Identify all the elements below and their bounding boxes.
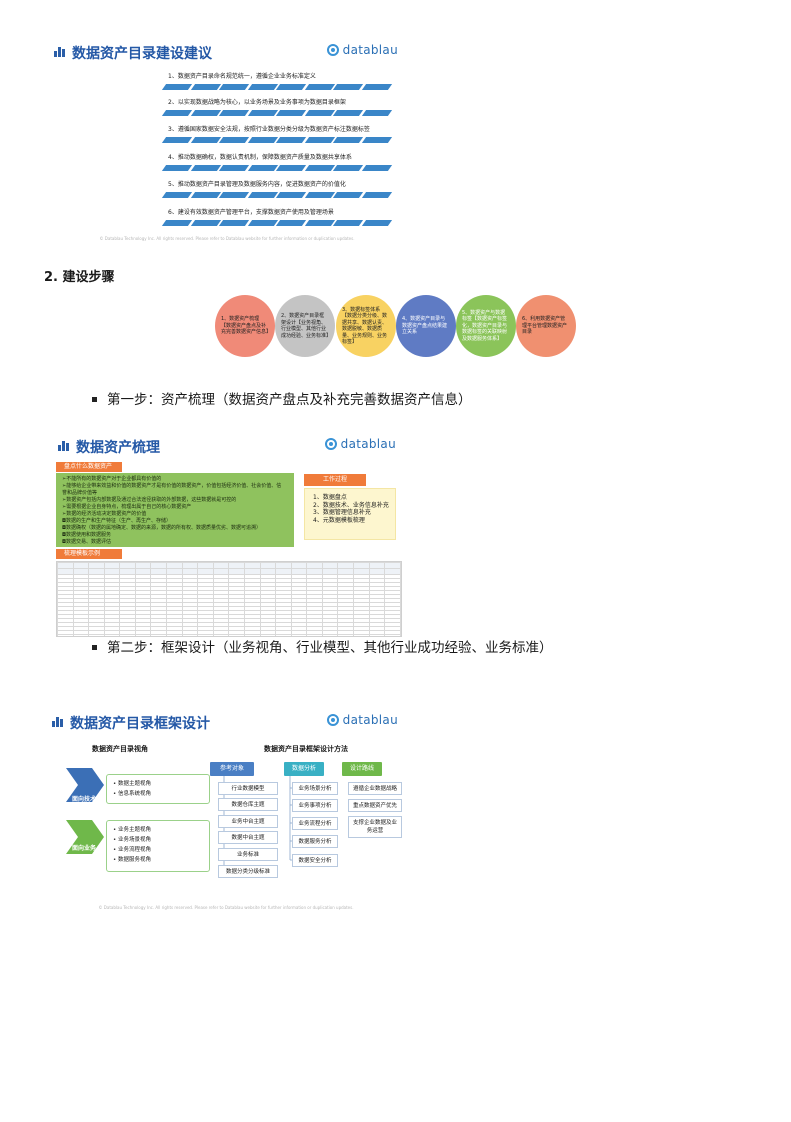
bars-icon [58,441,70,451]
step-circle-4: 4、数据资产目录与数据资产盘点结果建立关系 [396,295,456,357]
slide-header: 数据资产梳理 datablau [52,432,404,460]
biz-label: 面向业务 [72,845,97,852]
recommendation-item: 5、推动数据资产目录管理及数据服务内容，促进数据资产的价值化 [161,180,392,198]
logo-mark-icon [324,438,337,450]
step-circle-6: 6、利用数据资产管理平台管理数据资产目录 [516,295,576,357]
framework-design-slide: 数据资产目录框架设计 datablau 数据资产目录视角 数据资产目录框架设计方… [46,708,406,913]
work-process-box: 1、数据盘点 2、数据技术、业务信息补充 3、数据管理信息补充 4、元数据模板梳… [304,488,396,540]
analysis-item: 业务场景分析 [292,782,338,795]
reference-item: 行业数据模型 [218,782,278,795]
tech-chevron [66,768,104,802]
step-circle-5: 5、数据资产与数据标签【数据资产标签化，数据资产目录与数据标签的关联映射及数据服… [456,295,516,357]
table-row [57,606,401,611]
slide-footer: © Datablau Technology Inc. All rights re… [98,905,354,910]
slide-title: 数据资产梳理 [76,440,160,456]
route-item: 支撑企业数据及业务运营 [348,816,402,838]
stripe-decoration [161,192,392,198]
tag-reference: 参考对象 [210,762,254,776]
template-spreadsheet [56,561,402,637]
tech-label: 面向技术 [72,796,97,803]
bars-icon [54,47,66,57]
reference-item: 数据仓库主题 [218,798,278,811]
step-circle-1: 1、数据资产梳理【数据资产盘点及补充完善数据资产信息】 [215,295,275,357]
analysis-item: 业务流程分析 [292,817,338,830]
recommendation-item: 3、遵循国家数据安全法规，按照行业数据分类分级为数据资产标注数据标签 [161,125,392,143]
stripe-decoration [161,84,392,90]
logo-mark-icon [326,44,339,56]
stripe-decoration [161,220,392,226]
step2-bullet: 第二步：框架设计（业务视角、行业模型、其他行业成功经验、业务标准） [92,636,553,656]
reference-item: 业务标准 [218,848,278,861]
stripe-decoration [161,110,392,116]
datablau-logo: datablau [326,712,398,728]
section-heading: 2. 建设步骤 [44,270,115,285]
tech-view-box: • 数据主题视角 • 信息系统视角 [106,774,210,804]
tag-route: 设计路线 [342,762,382,776]
bullet-square-icon [92,396,97,402]
slide-header: 数据资产目录建设建议 datablau [48,38,406,66]
recommendation-item: 2、以实现数据战略为核心，以业务场景及业务事项为数据目录框架 [161,98,392,116]
analysis-item: 数据服务分析 [292,835,338,848]
slide-footer: © Datablau Technology Inc. All rights re… [99,236,355,241]
step-circle-2: 2、数据资产目录框架设计【业务视角、行业模型、其他行业成功经验、业务标准】 [275,295,335,357]
method-title: 数据资产目录框架设计方法 [264,745,348,753]
route-item: 重点数据资产优先 [348,799,402,812]
table-row [57,634,401,636]
reference-item: 数据中台主题 [218,831,278,844]
biz-chevron [66,820,104,854]
analysis-item: 业务事项分析 [292,799,338,812]
datablau-logo: datablau [324,436,396,452]
reference-item: 业务中台主题 [218,815,278,828]
route-item: 遵循企业数据战略 [348,782,402,795]
recommendation-item: 6、建设有效数据资产管理平台，支撑数据资产使用及管理场景 [161,208,392,226]
analysis-item: 数据安全分析 [292,854,338,867]
table-cell [384,634,401,636]
bars-icon [52,717,64,727]
logo-mark-icon [326,714,339,726]
bullet-square-icon [92,644,97,650]
tag-analysis: 数据分析 [284,762,324,776]
asset-inventory-slide: 数据资产梳理 datablau 盘点什么数据资产 ➢不能所有的数据资产对于企业都… [52,432,404,639]
slide-title: 数据资产目录建设建议 [72,46,212,62]
template-band: 梳理模板示例 [56,549,122,559]
perspective-title: 数据资产目录视角 [92,745,148,753]
step1-bullet: 第一步：资产梳理（数据资产盘点及补充完善数据资产信息） [92,388,472,408]
stripe-decoration [161,165,392,171]
datablau-logo: datablau [326,42,398,58]
inventory-description: ➢不能所有的数据资产对于企业都具有价值的 ➢能够给企业带来效益和价值的数据资产才… [56,473,294,547]
work-process-tag: 工作过程 [304,474,366,486]
spreadsheet-grid [57,562,401,636]
slide-header: 数据资产目录框架设计 datablau [46,708,406,736]
stripe-decoration [161,137,392,143]
biz-view-box: • 业务主题视角 • 业务场景视角 • 业务流程视角 • 数据服务视角 [106,820,210,872]
recommendation-slide: 数据资产目录建设建议 datablau 1、数据资产目录命名规范统一，遵循企业业… [48,38,406,244]
reference-item: 数据分类分级标准 [218,865,278,878]
recommendation-item: 1、数据资产目录命名规范统一，遵循企业业务标准定义 [161,72,392,90]
recommendation-item: 4、推动数据确权，数据认责机制，保障数据资产质量及数据共享体系 [161,153,392,171]
inventory-band: 盘点什么数据资产 [56,462,122,472]
table-cell [72,634,90,636]
step-circle-3: 3、数据标签体系【数据分类分级、数据共享、数据认责、数据脱敏、数据质量、业务规则… [336,295,396,357]
slide-title: 数据资产目录框架设计 [70,716,210,732]
table-row [57,562,401,569]
table-cell [57,634,74,636]
